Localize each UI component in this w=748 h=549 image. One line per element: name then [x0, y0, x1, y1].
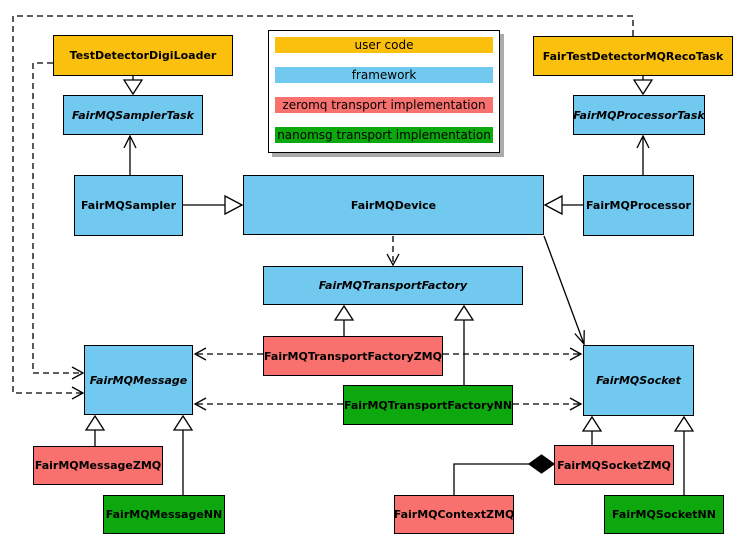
arrowhead-device-transportfactory [386, 253, 400, 267]
edge-processor-processortask [636, 134, 650, 175]
node-fairmq-sampler-task: FairMQSamplerTask [63, 95, 203, 135]
arrowhead-factoryzmq-socket [569, 347, 583, 361]
node-test-detector-digi-loader: TestDetectorDigiLoader [53, 35, 233, 76]
arrowhead-factoryzmq-message [193, 347, 207, 361]
legend-item-nanomsg: nanomsg transport implementation [275, 127, 493, 143]
edge-device-socket [543, 235, 585, 346]
edge-messagezmq-message-generalization [84, 414, 106, 446]
edge-socketzmq-socket-generalization [581, 415, 603, 445]
node-fairmq-message: FairMQMessage [84, 345, 193, 415]
edge-socketnn-socket-generalization [673, 415, 695, 495]
arrowhead-factorynn-message [193, 397, 207, 411]
legend-item-zeromq: zeromq transport implementation [275, 97, 493, 113]
node-fairmq-message-zmq: FairMQMessageZMQ [33, 446, 163, 485]
node-fairmq-message-nn: FairMQMessageNN [103, 495, 225, 534]
edge-factoryzmq-transportfactory-generalization [333, 304, 355, 336]
edge-contextzmq-socketzmq-composition [453, 454, 556, 495]
edge-messagenn-message-generalization [172, 414, 194, 495]
edge-digiloader-message-dashed [32, 62, 83, 374]
node-fairmq-transport-factory: FairMQTransportFactory [263, 266, 523, 305]
edge-processor-device-generalization [543, 194, 583, 216]
node-fairmq-processor-task: FairMQProcessorTask [573, 95, 705, 135]
node-fairmq-transport-factory-nn: FairMQTransportFactoryNN [343, 385, 513, 425]
legend-item-framework: framework [275, 67, 493, 83]
node-fairmq-socket: FairMQSocket [583, 345, 694, 416]
arrowhead-factorynn-socket [569, 397, 583, 411]
node-fairmq-socket-nn: FairMQSocketNN [604, 495, 724, 534]
edge-recotask-processortask-generalization [632, 76, 654, 96]
edge-factorynn-transportfactory-generalization [453, 304, 475, 385]
node-fair-test-detector-mq-reco-task: FairTestDetectorMQRecoTask [533, 36, 733, 76]
node-fairmq-transport-factory-zmq: FairMQTransportFactoryZMQ [263, 336, 443, 376]
edge-digiloader-samplertask-generalization [122, 76, 144, 96]
arrowhead-recotask-message [71, 386, 85, 400]
node-fairmq-socket-zmq: FairMQSocketZMQ [554, 445, 674, 485]
edge-sampler-samplertask [123, 134, 137, 175]
node-fairmq-context-zmq: FairMQContextZMQ [394, 495, 514, 534]
edge-recotask-message-dashed [12, 15, 634, 394]
edge-sampler-device-generalization [183, 194, 244, 216]
node-fairmq-device: FairMQDevice [243, 175, 544, 235]
node-fairmq-processor: FairMQProcessor [583, 175, 694, 236]
node-fairmq-sampler: FairMQSampler [74, 175, 183, 236]
legend: user code framework zeromq transport imp… [268, 30, 500, 153]
legend-item-user-code: user code [275, 37, 493, 53]
composition-diamond-icon [527, 454, 556, 474]
arrowhead-digiloader-message [71, 366, 85, 380]
